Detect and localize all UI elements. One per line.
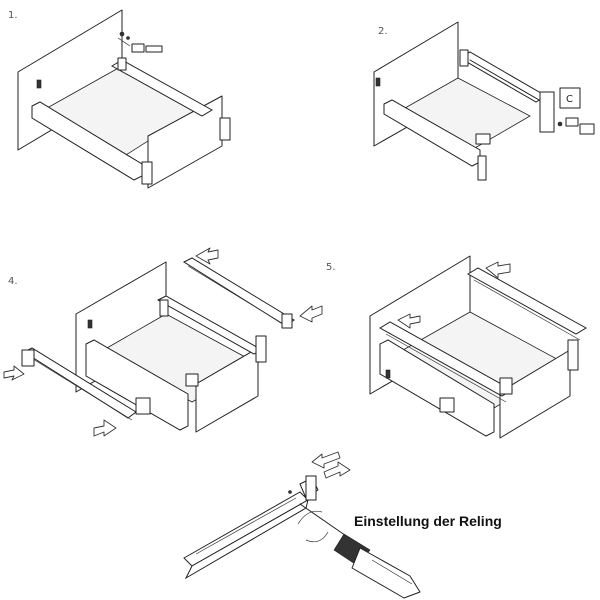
side-socket (135, 397, 151, 415)
upper-gallery-rail (182, 257, 295, 329)
insert-arrow-icon (93, 419, 117, 437)
adjust-arrow-icon (323, 461, 351, 479)
step-4-figure: 4. (3, 247, 323, 437)
screwdriver-icon (299, 503, 421, 599)
step-1-number: 1. (8, 10, 18, 21)
drawer-front-panel (499, 349, 571, 439)
rail-end-cap (299, 475, 319, 501)
left-slot (36, 79, 42, 89)
rail-profile-lower (184, 498, 309, 580)
rear-bracket (117, 57, 127, 71)
side-bracket (141, 161, 153, 185)
lower-gallery-rail (21, 347, 137, 421)
callout-c: C (559, 87, 581, 109)
rotation-arrow-icon (305, 531, 329, 543)
front-bracket (219, 117, 231, 141)
left-slot (375, 77, 381, 87)
step-5-figure: 5. (326, 255, 587, 439)
left-slot (87, 319, 93, 329)
rotation-arrow-icon (297, 510, 323, 525)
callout-c-label: C (566, 94, 573, 105)
adjust-arrow-icon (311, 451, 341, 469)
drawer-left-side (379, 339, 495, 437)
step-1-figure: 1. (8, 9, 231, 189)
rail-adjustment-detail: Einstellung der Reling (183, 451, 502, 599)
step-2-number: 2. (378, 26, 388, 37)
rail-socket (185, 373, 199, 387)
left-slot (385, 369, 391, 379)
side-socket (439, 397, 455, 413)
drawer-left-side (85, 339, 189, 431)
step-4-number: 4. (8, 276, 18, 287)
side-plate (539, 91, 555, 133)
insert-arrow-icon (3, 365, 25, 381)
front-bracket (475, 133, 491, 145)
screw-connector-icon (557, 117, 595, 135)
insert-arrow-icon (299, 305, 323, 323)
rail-profile (183, 491, 309, 567)
lower-gallery-rail (379, 321, 513, 403)
step-2-figure: 2. C (373, 21, 595, 181)
screw-connector-icon (117, 31, 163, 53)
upper-gallery-rail (467, 267, 587, 341)
step-5-number: 5. (326, 262, 336, 273)
front-bracket (255, 335, 267, 363)
adjustment-caption: Einstellung der Reling (354, 513, 502, 529)
insert-arrow-icon (195, 247, 219, 265)
slide-arrow-icon (485, 261, 511, 279)
slide-arrow-icon (397, 313, 421, 329)
rear-bracket (159, 299, 169, 317)
front-bracket (567, 339, 579, 371)
rear-bracket (459, 49, 469, 67)
front-post (477, 155, 487, 181)
drawer-front-panel (195, 347, 259, 433)
